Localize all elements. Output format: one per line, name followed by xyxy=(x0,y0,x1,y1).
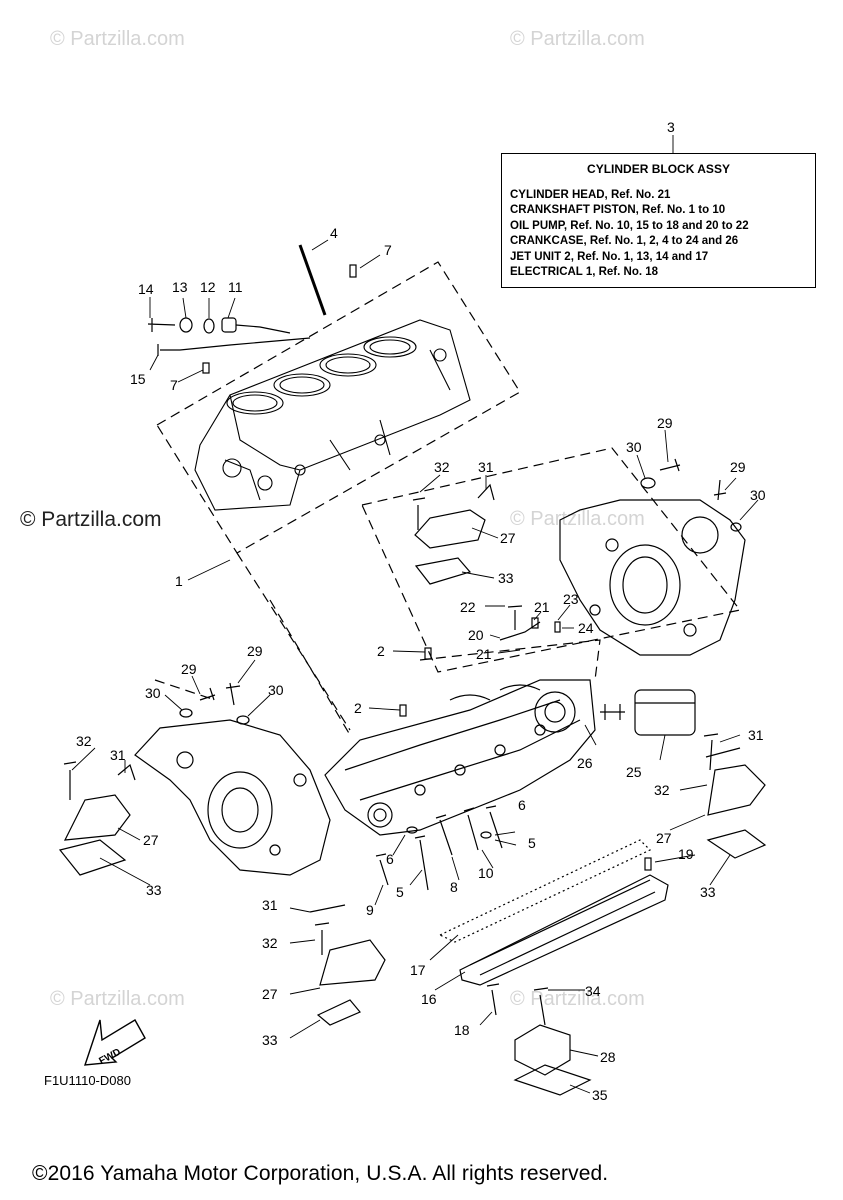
callout-25: 25 xyxy=(626,764,642,780)
callout-15: 15 xyxy=(130,371,146,387)
rear-cover-left xyxy=(134,719,331,876)
callout-29: 29 xyxy=(181,661,197,677)
rear-cover-dashed-outline xyxy=(361,447,742,673)
callout-32: 32 xyxy=(654,782,670,798)
callout-27: 27 xyxy=(500,530,516,546)
callout-19: 19 xyxy=(678,846,694,862)
callout-12: 12 xyxy=(200,279,216,295)
watermark-dark: © Partzilla.com xyxy=(20,508,162,531)
callout-16: 16 xyxy=(421,991,437,1007)
fwd-arrow-shape xyxy=(83,1019,146,1066)
callout-22: 22 xyxy=(460,599,476,615)
callout-27: 27 xyxy=(262,986,278,1002)
watermark-bottom-right: © Partzilla.com xyxy=(510,988,645,1010)
fwd-label: FWD xyxy=(97,1047,122,1067)
callout-20: 20 xyxy=(468,627,484,643)
assy-line: CRANKSHAFT PISTON, Ref. No. 1 to 10 xyxy=(510,204,726,216)
diagram-code: F1U1110-D080 xyxy=(44,1073,131,1088)
callout-2: 2 xyxy=(377,643,385,659)
callout-29: 29 xyxy=(657,415,673,431)
callout-33: 33 xyxy=(262,1032,278,1048)
callout-31: 31 xyxy=(262,897,278,913)
callout-9: 9 xyxy=(366,902,374,918)
callout-30: 30 xyxy=(750,487,766,503)
copyright-notice: ©2016 Yamaha Motor Corporation, U.S.A. A… xyxy=(32,1162,609,1185)
callout-3: 3 xyxy=(667,119,675,135)
callout-11: 11 xyxy=(228,279,243,295)
watermark-top-left: © Partzilla.com xyxy=(50,28,185,50)
cylinder-block xyxy=(194,319,471,511)
watermark-top-right: © Partzilla.com xyxy=(510,28,645,50)
callout-31: 31 xyxy=(478,459,494,475)
rear-cover-right xyxy=(559,499,746,656)
callout-32: 32 xyxy=(76,733,92,749)
callout-21: 21 xyxy=(476,646,492,662)
callout-21: 21 xyxy=(534,599,550,615)
callout-32: 32 xyxy=(434,459,450,475)
callout-29: 29 xyxy=(730,459,746,475)
assy-line: CRANKCASE, Ref. No. 1, 2, 4 to 24 and 26 xyxy=(510,235,739,247)
callout-27: 27 xyxy=(656,830,672,846)
callout-24: 24 xyxy=(578,620,594,636)
callout-10: 10 xyxy=(478,865,494,881)
callout-30: 30 xyxy=(626,439,642,455)
callout-18: 18 xyxy=(454,1022,470,1038)
callout-6: 6 xyxy=(386,851,394,867)
watermark-mid-right: © Partzilla.com xyxy=(510,508,645,530)
callout-4: 4 xyxy=(330,225,338,241)
callout-8: 8 xyxy=(450,879,458,895)
callout-30: 30 xyxy=(268,682,284,698)
assy-line: ELECTRICAL 1, Ref. No. 18 xyxy=(510,266,659,278)
cylinder-block-dashed-outline xyxy=(156,261,521,554)
callout-29: 29 xyxy=(247,643,263,659)
callout-33: 33 xyxy=(498,570,514,586)
callout-26: 26 xyxy=(577,755,593,771)
crankcase-dashed-outline xyxy=(236,552,601,731)
assy-line: CYLINDER HEAD, Ref. No. 21 xyxy=(510,188,671,201)
callout-7: 7 xyxy=(384,242,392,258)
cylinder-block-assy-box: CYLINDER BLOCK ASSY CYLINDER HEAD, Ref. … xyxy=(501,153,816,288)
watermark-bottom-left: © Partzilla.com xyxy=(50,988,185,1010)
callout-28: 28 xyxy=(600,1049,616,1065)
callout-5: 5 xyxy=(528,835,536,851)
callout-31: 31 xyxy=(748,727,764,743)
callout-34: 34 xyxy=(585,983,601,999)
callout-7: 7 xyxy=(170,377,178,393)
assy-title: CYLINDER BLOCK ASSY xyxy=(587,162,730,176)
callout-33: 33 xyxy=(700,884,716,900)
callout-31: 31 xyxy=(110,747,126,763)
callout-30: 30 xyxy=(145,685,161,701)
callout-33: 33 xyxy=(146,882,162,898)
callout-5: 5 xyxy=(396,884,404,900)
callout-2: 2 xyxy=(354,700,362,716)
callout-14: 14 xyxy=(138,281,154,297)
callout-35: 35 xyxy=(592,1087,608,1103)
callout-6: 6 xyxy=(518,797,526,813)
callout-23: 23 xyxy=(563,591,579,607)
callout-27: 27 xyxy=(143,832,159,848)
callout-17: 17 xyxy=(410,962,426,978)
callout-1: 1 xyxy=(175,573,183,589)
crankcase xyxy=(324,679,596,836)
assy-line: JET UNIT 2, Ref. No. 1, 13, 14 and 17 xyxy=(510,250,709,263)
callout-13: 13 xyxy=(172,279,188,295)
callout-32: 32 xyxy=(262,935,278,951)
assy-line: OIL PUMP, Ref. No. 10, 15 to 18 and 20 t… xyxy=(510,219,749,232)
